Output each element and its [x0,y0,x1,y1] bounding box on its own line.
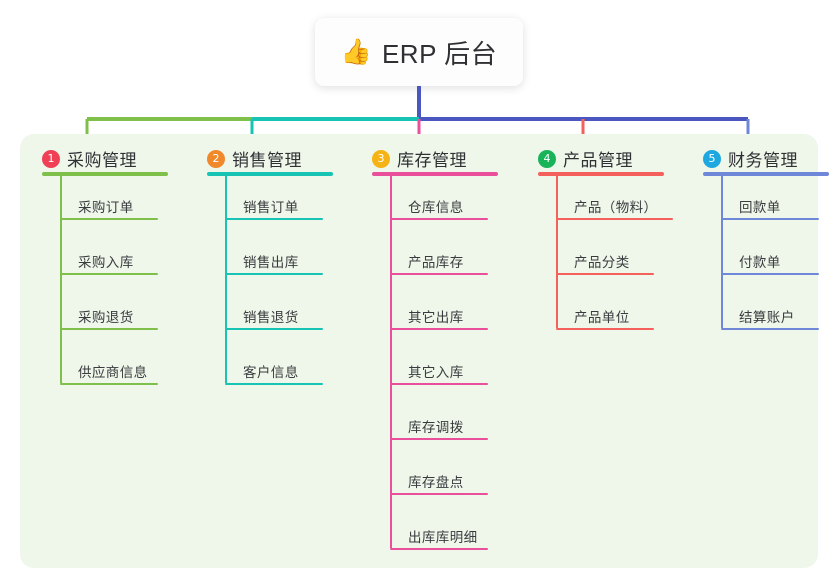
branch-item[interactable]: 仓库信息 [408,200,464,215]
branch-title-1: 采购管理 [67,151,137,170]
branch-title-4: 产品管理 [563,151,633,170]
branch-item-underline [390,273,488,275]
branch-item-underline [60,273,158,275]
branch-item-underline [556,273,654,275]
branch-spine-4 [556,176,558,328]
branch-item[interactable]: 结算账户 [739,310,795,325]
branch-spine-1 [60,176,62,383]
branch-item-underline [556,328,654,330]
branch-header-4[interactable]: 4 产品管理 [538,146,633,171]
branch-item[interactable]: 库存盘点 [408,475,464,490]
branch-item[interactable]: 销售退货 [243,310,299,325]
branch-item-underline [60,218,158,220]
branch-item[interactable]: 采购订单 [78,200,134,215]
branch-badge-3: 3 [372,149,390,168]
branch-item[interactable]: 销售订单 [243,200,299,215]
branch-item[interactable]: 出库库明细 [408,530,478,545]
branch-item-underline [225,383,323,385]
branch-underline-3 [372,172,498,176]
branch-item-underline [60,383,158,385]
branch-item-underline [390,383,488,385]
branch-item-underline [390,548,488,550]
branches-panel: 1 采购管理采购订单采购入库采购退货供应商信息 2 销售管理销售订单销售出库销售退货客… [20,134,829,568]
branch-item[interactable]: 销售出库 [243,255,299,270]
branch-item[interactable]: 回款单 [739,200,781,215]
branch-item[interactable]: 产品分类 [574,255,630,270]
root-node[interactable]: 👍 ERP 后台 [315,18,523,86]
branch-header-5[interactable]: 5 财务管理 [703,146,798,171]
branch-item[interactable]: 采购入库 [78,255,134,270]
branch-header-3[interactable]: 3 库存管理 [372,146,467,171]
root-title: ERP 后台 [381,38,498,69]
branch-item-underline [390,218,488,220]
branch-title-3: 库存管理 [397,151,467,170]
branch-item[interactable]: 产品（物料） [574,200,658,215]
branch-item-underline [390,438,488,440]
branch-item[interactable]: 产品单位 [574,310,630,325]
branch-underline-4 [538,172,664,176]
branch-header-2[interactable]: 2 销售管理 [207,146,302,171]
branch-item-underline [225,328,323,330]
branch-item-underline [390,328,488,330]
branch-item[interactable]: 库存调拨 [408,420,464,435]
branch-item[interactable]: 产品库存 [408,255,464,270]
branch-badge-2: 2 [207,149,225,168]
branch-item-underline [556,218,673,220]
branch-item-underline [225,218,323,220]
thumbs-up-icon: 👍 [340,37,372,66]
branch-item-underline [721,218,819,220]
branch-item[interactable]: 其它入库 [408,365,464,380]
branch-underline-2 [207,172,333,176]
branch-item-underline [390,493,488,495]
branch-badge-4: 4 [538,149,556,168]
branch-badge-5: 5 [703,149,721,168]
branch-underline-5 [703,172,829,176]
branch-item[interactable]: 客户信息 [243,365,299,380]
branch-spine-5 [721,176,723,328]
branch-item-underline [60,328,158,330]
branch-item-underline [721,273,819,275]
branch-item[interactable]: 供应商信息 [78,365,148,380]
branch-badge-1: 1 [42,149,60,168]
branch-item[interactable]: 其它出库 [408,310,464,325]
branch-title-2: 销售管理 [232,151,302,170]
branch-item[interactable]: 付款单 [739,255,781,270]
branch-header-1[interactable]: 1 采购管理 [42,146,137,171]
branch-item[interactable]: 采购退货 [78,310,134,325]
branch-title-5: 财务管理 [728,151,798,170]
branch-underline-1 [42,172,168,176]
branch-spine-2 [225,176,227,383]
branch-spine-3 [390,176,392,548]
branch-item-underline [225,273,323,275]
branch-item-underline [721,328,819,330]
